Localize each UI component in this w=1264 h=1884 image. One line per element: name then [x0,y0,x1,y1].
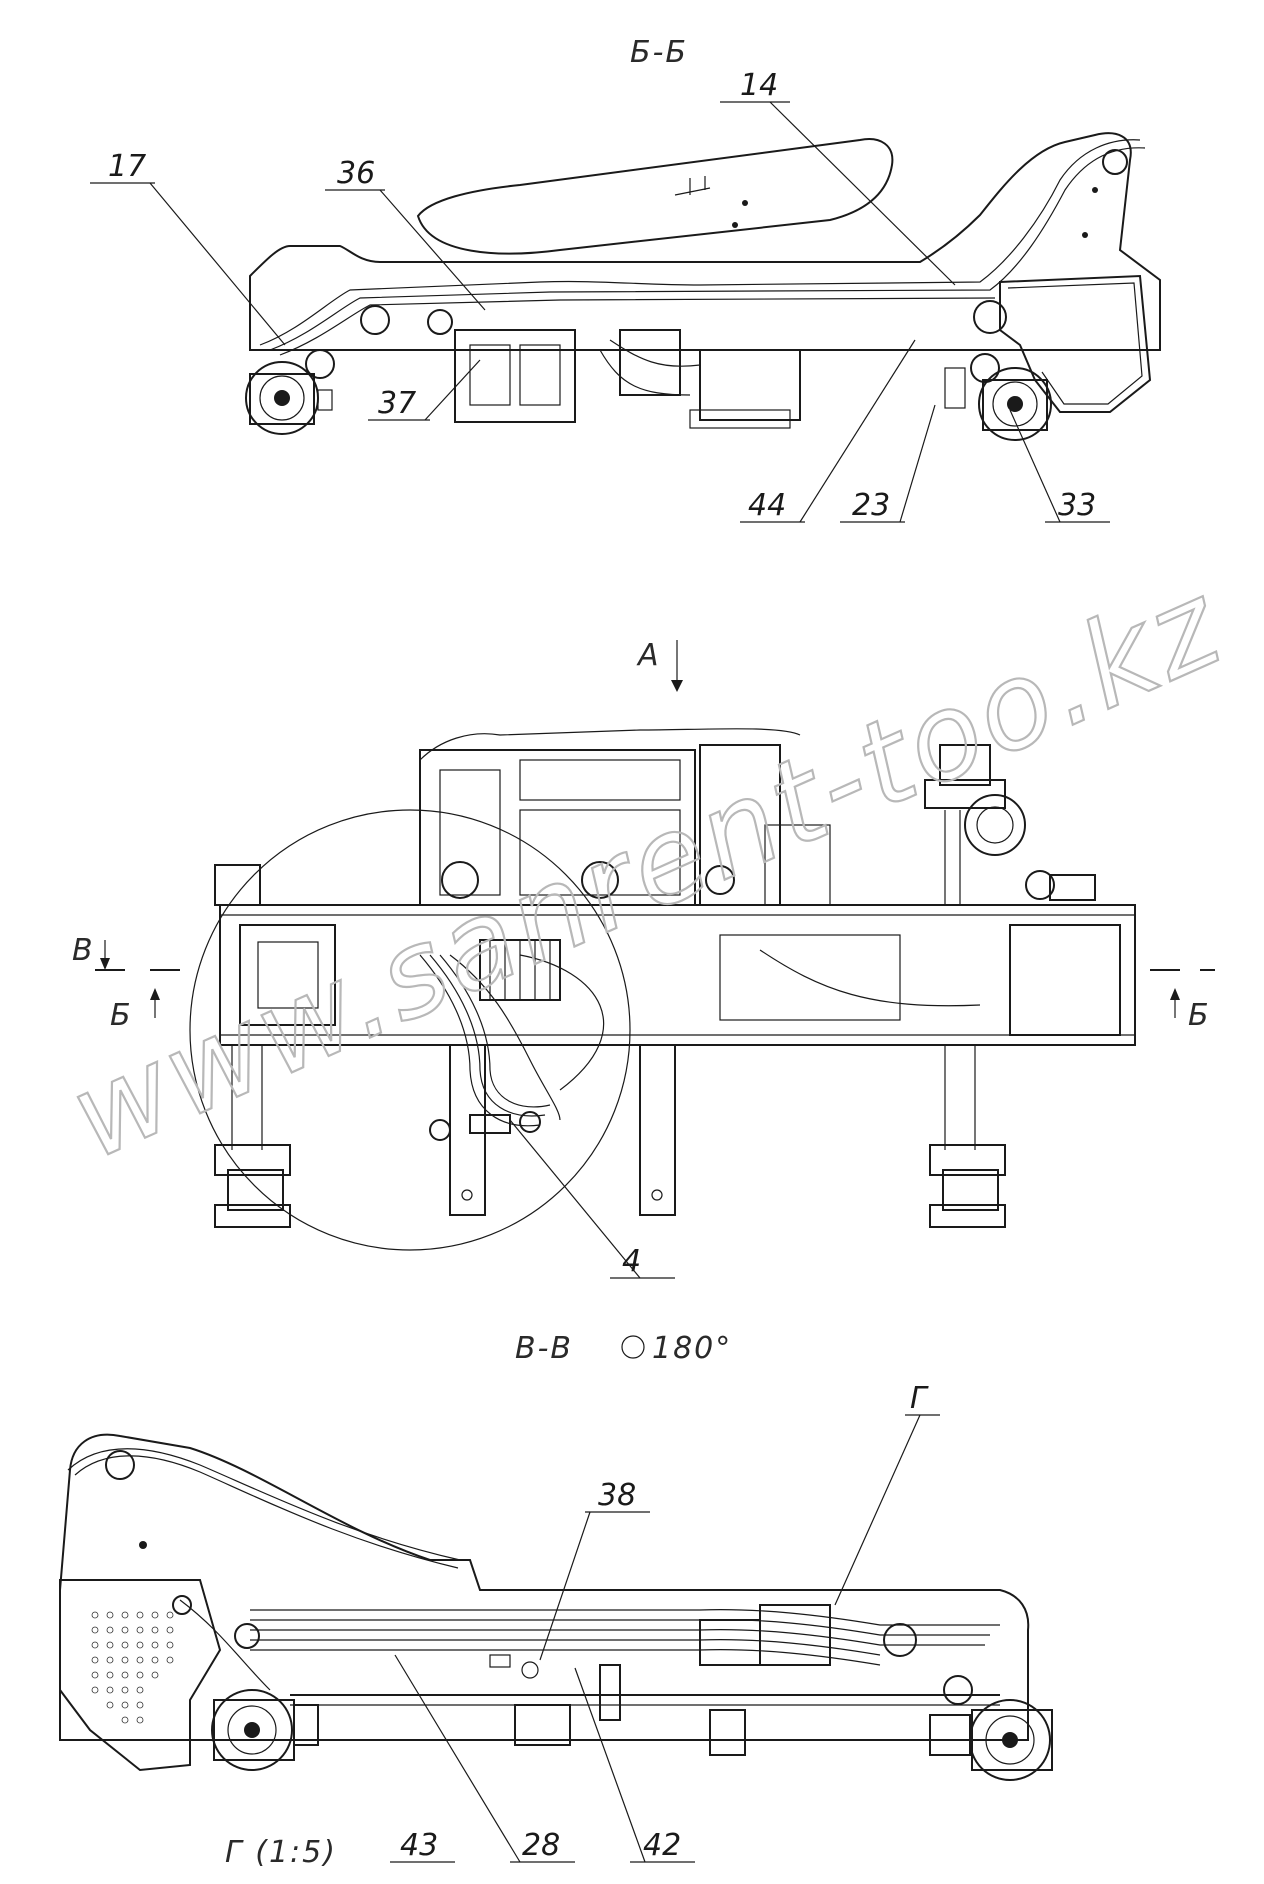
callout-37: 37 [368,359,481,421]
callout-14: 14 [720,68,956,286]
cut-label-b-left: Б [110,998,133,1033]
callout-28: 28 [394,1654,575,1863]
callout-43: 43 [390,1828,455,1863]
callout-38: 38 [539,1478,650,1661]
view-arrow-a-label: А [636,638,661,673]
callout-23: 23 [840,404,936,523]
svg-text:43: 43 [400,1828,438,1863]
callout-4: 4 [509,1119,675,1279]
callout-g: Г [834,1381,940,1606]
svg-text:38: 38 [598,1478,636,1513]
callout-42: 42 [574,1667,695,1863]
svg-text:14: 14 [740,68,778,103]
wheel-vv-right [929,1675,1053,1781]
callout-36: 36 [325,156,486,311]
wheel-vv-left [211,1689,319,1771]
callout-33: 33 [1009,409,1110,523]
svg-text:33: 33 [1058,488,1096,523]
wheel-left [245,349,335,435]
svg-text:В-В: В-В [515,1331,573,1366]
svg-text:4: 4 [622,1244,641,1279]
section-bb-title: Б-Б [630,35,688,70]
cut-label-v: В [72,933,95,968]
section-vv-view: В-В 180° [59,1331,1053,1870]
svg-text:17: 17 [108,149,146,184]
svg-text:Г: Г [910,1381,929,1416]
detail-g-caption: Г (1:5) [225,1835,337,1870]
callout-44: 44 [740,339,916,523]
section-bb-view: Б-Б [90,35,1161,523]
svg-text:36: 36 [337,156,375,191]
svg-text:28: 28 [522,1828,560,1863]
tank-perforation [91,1611,174,1724]
callout-17: 17 [90,149,286,346]
plan-view: А [72,638,1215,1279]
svg-text:44: 44 [748,488,786,523]
svg-text:23: 23 [852,488,890,523]
cut-label-b-right: Б [1188,998,1211,1033]
svg-text:180°: 180° [652,1331,732,1366]
svg-text:42: 42 [643,1828,681,1863]
wheel-right [944,353,1052,441]
svg-text:37: 37 [378,386,416,421]
section-vv-title: В-В 180° [515,1331,732,1366]
